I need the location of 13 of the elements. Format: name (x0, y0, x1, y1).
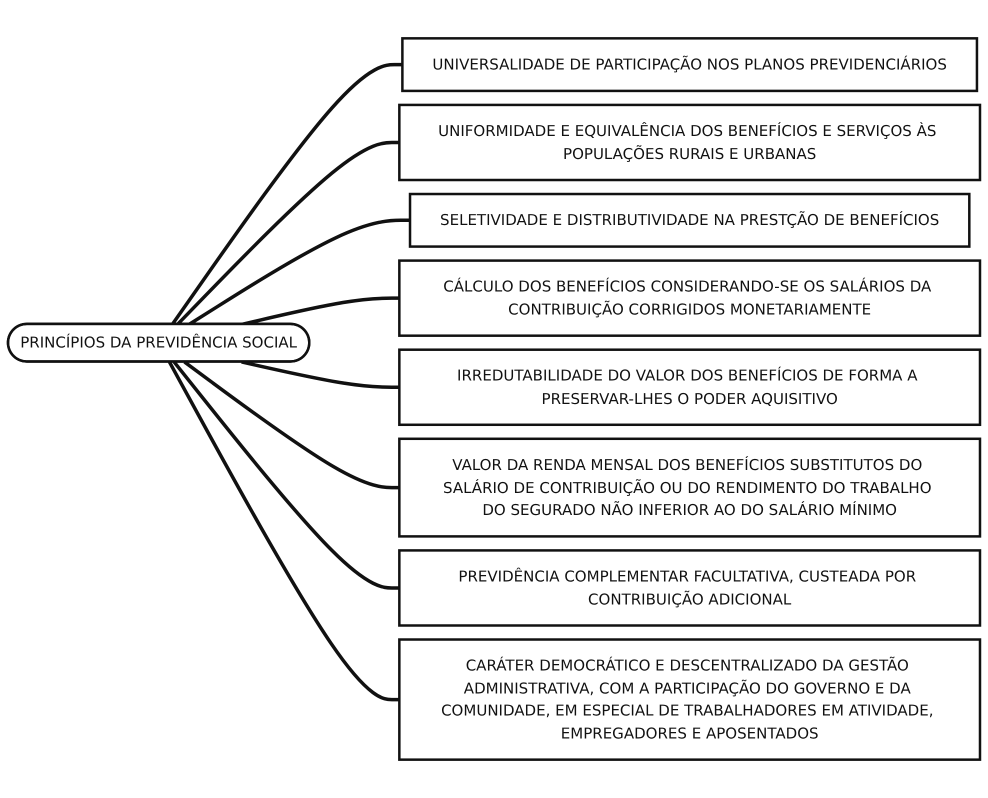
node-box: UNIFORMIDADE E EQUIVALÊNCIA DOS BENEFÍCIOS E SERVIÇOS ÀS POPULAÇÕES RURAIS E URBANAS (398, 104, 982, 182)
connector (172, 360, 400, 590)
connector (183, 360, 400, 490)
node-box: SELETIVIDADE E DISTRIBUTIVIDADE NA PRESTÇÃO DE BENEFÍCIOS (408, 192, 971, 248)
node-box: PREVIDÊNCIA COMPLEMENTAR FACULTATIVA, CUSTEADA POR CONTRIBUIÇÃO ADICIONAL (398, 549, 982, 627)
connector (168, 361, 400, 702)
connector (241, 360, 400, 389)
node-box: VALOR DA RENDA MENSAL DOS BENEFÍCIOS SUBSTITUTOS DO SALÁRIO DE CONTRIBUIÇÃO OU DO RENDIMENTO DO TRABALHO DO SEGURADO NÃO INFERIOR AO DO SALÁRIO MÍNIMO (398, 438, 982, 538)
node-box: CÁLCULO DOS BENEFÍCIOS CONSIDERANDO-SE OS SALÁRIOS DA CONTRIBUIÇÃO CORRIGIDOS MONETARIAMENTE (398, 259, 982, 337)
node-box: IRREDUTABILIDADE DO VALOR DOS BENEFÍCIOS DE FORMA A PRESERVAR-LHES O PODER AQUISITIVO (398, 348, 982, 426)
node-box: UNIVERSALIDADE DE PARTICIPAÇÃO NOS PLANOS PREVIDENCIÁRIOS (401, 37, 978, 92)
connector (170, 62, 402, 326)
node-box: CARÁTER DEMOCRÁTICO E DESCENTRALIZADO DA GESTÃO ADMINISTRATIVA, COM A PARTICIPAÇÃO DO GOVERNO E DA COMUNIDADE, EM ESPECIAL DE TRABALHADORES EM ATIVIDADE, EMPREGADORES E APOSENTADOS (398, 638, 982, 761)
